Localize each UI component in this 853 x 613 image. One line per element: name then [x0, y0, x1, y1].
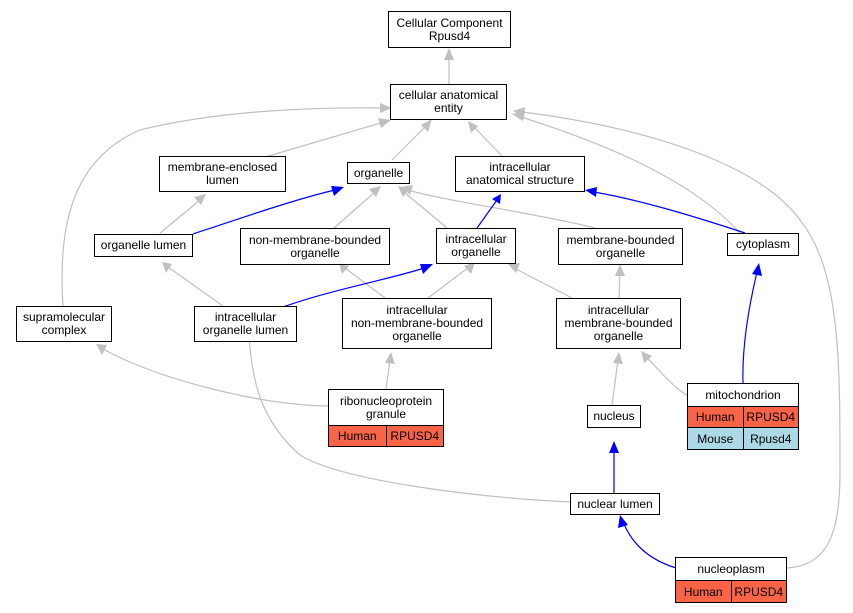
node-nucleus[interactable]: nucleus [587, 405, 641, 428]
node-cellular-component[interactable]: Cellular Component Rpusd4 [388, 11, 511, 48]
arrowhead-cytoplasm [752, 263, 762, 276]
species-cell: Human [337, 429, 377, 443]
arrowhead-intracellular-non-membrane [385, 352, 395, 364]
annotation-row-human: Human RPUSD4 [688, 407, 798, 428]
edge-organelle-lumen-to-membrane-enclosed-lumen [159, 199, 201, 234]
edge-membrane-enclosed-lumen-to-entity [264, 121, 385, 158]
node-intracellular-organelle[interactable]: intracellular organelle [436, 228, 516, 264]
species-cell: Human [695, 410, 735, 424]
node-non-membrane-bounded-organelle[interactable]: non-membrane-bounded organelle [240, 228, 390, 265]
edge-mitochondrion-to-intracellular-membrane [646, 357, 689, 397]
edge-membrane-bounded-to-organelle [407, 189, 596, 229]
arrowhead-entity-from-organelle [421, 119, 432, 132]
arrowhead-membrane-enclosed-lumen [194, 194, 206, 205]
node-intracellular-organelle-lumen[interactable]: intracellular organelle lumen [194, 306, 297, 342]
edge-ribonucleoprotein-to-intracellular-non-membrane [385, 359, 391, 390]
edge-intracellular-anatomical-to-entity [473, 126, 504, 158]
node-intracellular-non-membrane-bounded-organelle[interactable]: intracellular non-membrane-bounded organ… [342, 298, 492, 349]
node-cytoplasm[interactable]: cytoplasm [727, 233, 799, 256]
arrowhead-intracellular-anatomical [492, 194, 501, 204]
edge-intracellular-organelle-to-intracellular-anatomical [476, 199, 498, 229]
arrowhead-membrane-bounded [615, 264, 625, 276]
arrowhead-entity-from-supramolecular [380, 103, 392, 113]
annotation-row-mouse: Mouse Rpusd4 [688, 428, 798, 449]
gene-cell: Rpusd4 [742, 428, 799, 449]
node-title: ribonucleoprotein granule [329, 390, 443, 426]
arrowhead-entity-from-membrane-enclosed [378, 118, 391, 128]
node-title: mitochondrion [688, 384, 798, 407]
species-cell: Mouse [697, 431, 734, 446]
node-nucleoplasm[interactable]: nucleoplasm Human RPUSD4 [675, 557, 787, 603]
arrowhead-supramolecular [96, 344, 107, 355]
arrowhead-nuclear-lumen-to-nucleus [609, 441, 619, 453]
arrowhead-intracellular-membrane-from-nucleus [613, 352, 623, 364]
node-mitochondrion[interactable]: mitochondrion Human RPUSD4 Mouse Rpusd4 [687, 383, 799, 450]
species-cell: Human [683, 584, 723, 599]
edge-organelle-lumen-to-organelle [192, 189, 336, 235]
edge-intracellular-non-membrane-to-intracellular-organelle [427, 266, 470, 299]
edge-nucleoplasm-to-entity [521, 111, 841, 569]
edge-mitochondrion-to-cytoplasm [742, 271, 758, 384]
arrowhead-entity-from-intracellular-anatomical [468, 121, 478, 133]
arrowhead-intracellular-organelle-from-membrane [508, 263, 520, 273]
arrowhead-intracellular-membrane-from-mitochondrion [641, 351, 652, 363]
node-intracellular-anatomical-structure[interactable]: intracellular anatomical structure [455, 156, 585, 192]
edge-nucleus-to-intracellular-membrane [611, 359, 619, 406]
gene-cell: RPUSD4 [742, 407, 799, 427]
arrowhead-organelle-from-non-membrane [369, 186, 381, 197]
edge-nucleoplasm-to-nuclear-lumen [623, 523, 677, 569]
edge-non-membrane-to-organelle [333, 191, 376, 229]
arrowhead-cellular-component [444, 48, 454, 60]
edge-intracellular-organelle-lumen-to-intracellular-organelle [282, 267, 425, 308]
node-membrane-bounded-organelle[interactable]: membrane-bounded organelle [558, 228, 683, 265]
node-title: nucleoplasm [676, 558, 786, 581]
node-cellular-anatomical-entity[interactable]: cellular anatomical entity [390, 84, 507, 120]
edge-intracellular-organelle-to-organelle [403, 191, 448, 229]
node-membrane-enclosed-lumen[interactable]: membrane-enclosed lumen [159, 156, 286, 192]
edge-ribonucleoprotein-to-supramolecular [102, 348, 329, 407]
edge-intracellular-membrane-to-intracellular-organelle [513, 267, 573, 299]
arrowhead-intracellular-anatomical-from-cytoplasm [585, 187, 597, 197]
edge-supramolecular-to-entity [61, 107, 385, 307]
arrowhead-entity-from-nucleoplasm [513, 107, 525, 117]
annotation-row-human: Human RPUSD4 [329, 426, 443, 446]
arrowhead-non-membrane [339, 263, 349, 274]
edge-intracellular-organelle-lumen-to-organelle-lumen [167, 266, 224, 307]
edge-organelle-to-entity [391, 124, 428, 161]
arrowhead-organelle-lumen [162, 262, 172, 273]
node-supramolecular-complex[interactable]: supramolecular complex [16, 306, 112, 342]
node-ribonucleoprotein-granule[interactable]: ribonucleoprotein granule Human RPUSD4 [328, 389, 444, 447]
edge-cytoplasm-to-entity [520, 116, 741, 234]
edge-nuclear-lumen-to-intracellular-organelle-lumen [248, 335, 571, 503]
gene-cell: RPUSD4 [385, 426, 444, 446]
node-organelle-lumen[interactable]: organelle lumen [94, 234, 193, 257]
edge-intracellular-non-membrane-to-non-membrane [344, 267, 386, 299]
node-nuclear-lumen[interactable]: nuclear lumen [570, 493, 660, 515]
node-intracellular-membrane-bounded-organelle[interactable]: intracellular membrane-bounded organelle [556, 298, 681, 349]
edge-cytoplasm-to-intracellular-anatomical [593, 191, 746, 234]
arrowhead-nuclear-lumen [618, 515, 628, 528]
node-organelle[interactable]: organelle [347, 162, 410, 184]
arrowhead-organelle-from-organelle-lumen [331, 186, 344, 196]
annotation-row-human: Human RPUSD4 [676, 581, 786, 602]
arrowhead-intracellular-organelle-from-non-membrane [464, 262, 475, 274]
arrowhead-organelle-from-membrane-bounded [401, 185, 413, 195]
arrowhead-intracellular-organelle-from-lumen [420, 264, 433, 274]
gene-cell: RPUSD4 [730, 581, 787, 602]
